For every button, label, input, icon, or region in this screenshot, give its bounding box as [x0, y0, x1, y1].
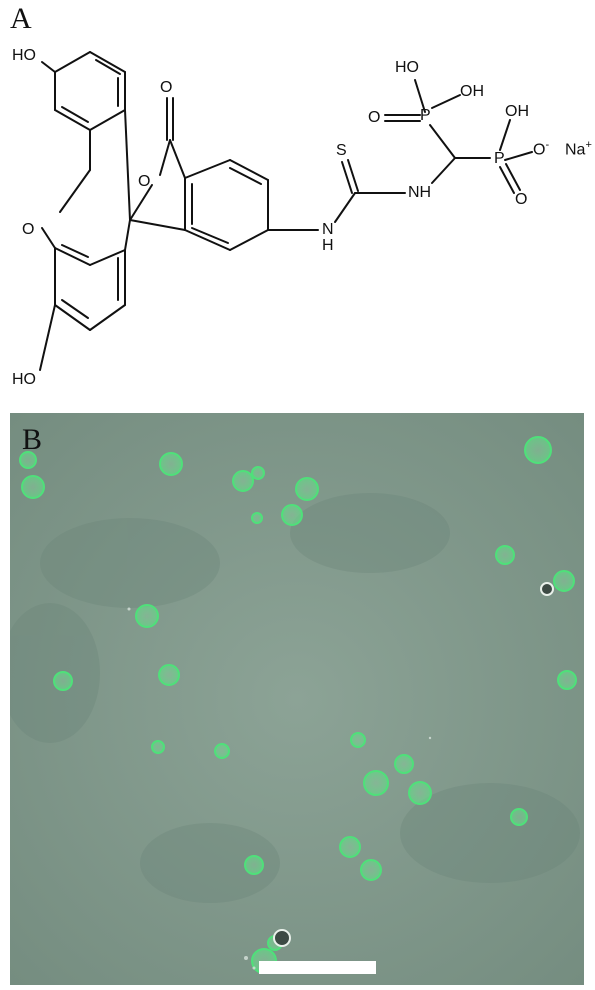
cell — [135, 604, 159, 628]
cell — [408, 781, 432, 805]
phosphonate-hydroxyl-label-1: HO — [395, 59, 419, 76]
cell — [159, 452, 183, 476]
cell — [21, 475, 45, 499]
debris-particle — [540, 582, 554, 596]
cell — [251, 466, 265, 480]
phosphonate-hydroxyl-label-3: OH — [505, 103, 529, 120]
lactone-oxygen-label: O — [138, 173, 151, 190]
panel-letter-b: B — [22, 423, 43, 456]
xanthene-oxygen-label: O — [22, 221, 35, 238]
cell — [281, 504, 303, 526]
phosphonate-hydroxyl-label-2: OH — [460, 83, 484, 100]
amide-nitrogen-label: N — [322, 221, 334, 238]
oxyanion-label: O- — [533, 139, 550, 159]
cell — [214, 743, 230, 759]
cell — [232, 470, 254, 492]
panel-letter-a: A — [10, 2, 32, 35]
cell — [158, 664, 180, 686]
cell — [339, 836, 361, 858]
cell — [524, 436, 552, 464]
sodium-ion-label: Na+ — [565, 139, 592, 159]
carbonyl-oxygen-label: O — [160, 79, 173, 96]
cell — [19, 451, 37, 469]
cell — [495, 545, 515, 565]
molecule-diagram — [39, 51, 533, 371]
hydroxyl-label-top: HO — [12, 47, 36, 64]
cell — [360, 859, 382, 881]
cell — [363, 770, 389, 796]
cell — [553, 570, 575, 592]
cell — [394, 754, 414, 774]
hydroxyl-label-bottom: HO — [12, 371, 36, 388]
micrograph-image — [10, 413, 584, 985]
debris-particle — [273, 929, 291, 947]
phosphorus-label-upper: P — [420, 107, 431, 124]
cell — [151, 740, 165, 754]
cell — [295, 477, 319, 501]
amide-hydrogen-label: H — [322, 237, 334, 254]
cell — [510, 808, 528, 826]
panel-a-chemical-structure: A HO O HO O O S N H NH HO OH P O OH P O-… — [0, 0, 595, 410]
cell — [350, 732, 366, 748]
cell — [53, 671, 73, 691]
cell — [557, 670, 577, 690]
thiourea-nh-label: NH — [408, 184, 432, 201]
scale-bar — [259, 961, 376, 974]
phosphoryl-oxygen-label-2: O — [515, 191, 528, 208]
cell — [244, 855, 264, 875]
sulfur-label: S — [336, 142, 347, 159]
cell — [251, 512, 263, 524]
panel-b-fluorescence-micrograph: B — [10, 413, 584, 985]
phosphorus-label-lower: P — [494, 150, 505, 167]
phosphoryl-oxygen-label-1: O — [368, 109, 381, 126]
